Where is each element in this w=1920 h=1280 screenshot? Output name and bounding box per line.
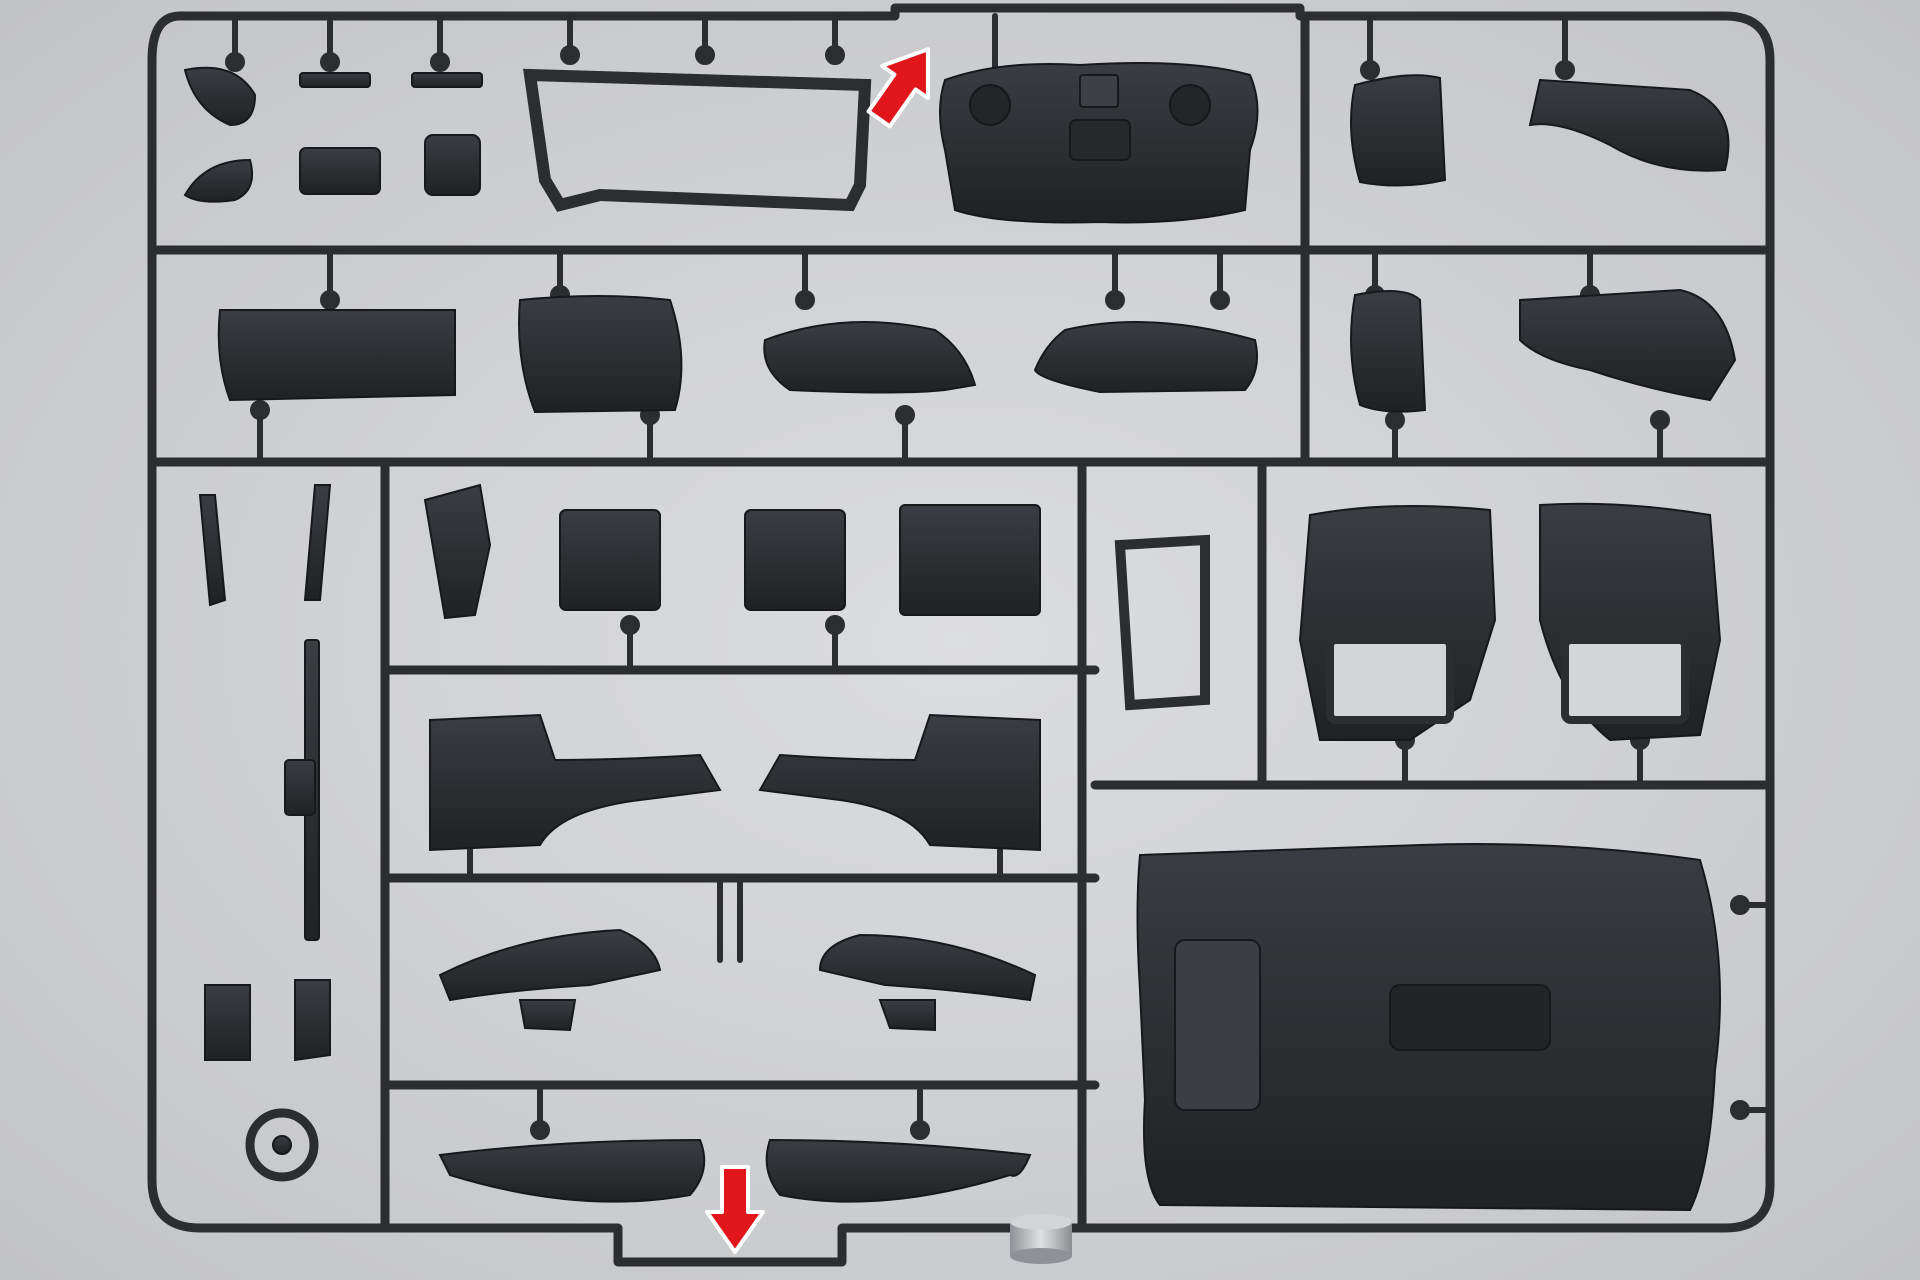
- small-part: [284, 759, 316, 816]
- rod-part: [303, 484, 332, 601]
- rod-part: [198, 494, 227, 607]
- floor-frame-part: [429, 713, 722, 852]
- sprue-frame: [147, 3, 1775, 1267]
- arrow-icon: [866, 47, 930, 129]
- floor-frame-part: [758, 713, 1041, 852]
- fender-part: [438, 928, 662, 1002]
- annotation-arrows: [705, 47, 930, 1254]
- panel-part: [518, 295, 683, 414]
- frame-part: [744, 509, 846, 611]
- seat-bracket-part: [1519, 288, 1737, 402]
- small-part: [294, 979, 331, 1062]
- dashboard-gauge: [1169, 84, 1211, 126]
- mirror-part: [183, 66, 257, 127]
- steering-wheel-part: [245, 1108, 319, 1182]
- mirror-part: [183, 158, 254, 203]
- small-part: [424, 134, 481, 196]
- seat-part: [1350, 74, 1447, 187]
- wheel-arch-part: [1033, 321, 1258, 394]
- dashboard-gauge: [969, 84, 1011, 126]
- small-part: [518, 999, 577, 1032]
- windshield-frame-part: [523, 68, 872, 212]
- arrow-icon: [705, 1165, 765, 1254]
- seat-cushion-part: [765, 1138, 1032, 1203]
- fender-part: [818, 933, 1037, 1002]
- seat-cushion-part: [438, 1138, 706, 1203]
- door-frame-part: [1114, 534, 1210, 711]
- panel-part: [217, 309, 456, 402]
- frame-part: [559, 509, 661, 611]
- kit-parts: [183, 61, 1737, 1212]
- small-part: [878, 999, 936, 1032]
- sprue-gates: [225, 13, 1773, 1140]
- radiator-part: [899, 504, 1041, 616]
- small-part: [299, 72, 371, 88]
- small-part: [411, 72, 483, 88]
- dashboard-screen: [1079, 74, 1119, 108]
- seat-part: [1350, 290, 1427, 413]
- wheel-arch-part: [763, 321, 977, 394]
- magnet-disc: [1010, 1214, 1072, 1264]
- bracket-part: [423, 483, 492, 620]
- dashboard-vents: [1069, 119, 1131, 161]
- seat-part: [1528, 78, 1730, 172]
- small-part: [204, 984, 251, 1061]
- small-part: [299, 147, 381, 195]
